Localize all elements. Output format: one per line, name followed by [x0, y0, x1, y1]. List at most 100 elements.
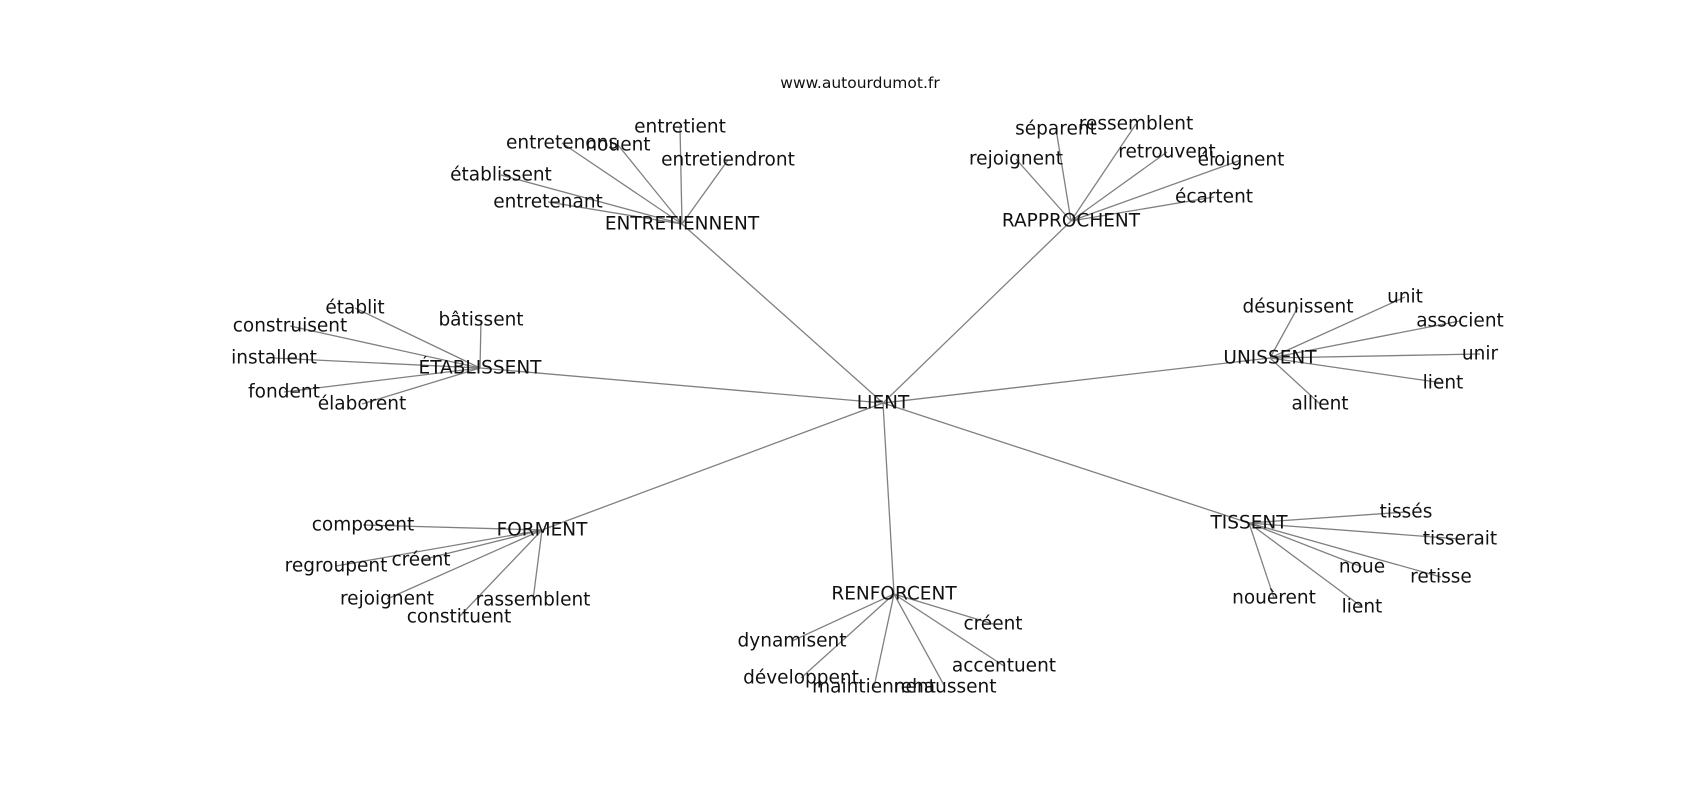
word-node-tissent-noue[interactable]: noue [1339, 557, 1385, 578]
edge-renforcent-maintiennent [873, 593, 895, 688]
word-node-entretiennent-entretient[interactable]: entretient [634, 117, 726, 138]
word-node-tissent-lient[interactable]: lient [1342, 597, 1383, 618]
edge-forment-rassemblent [532, 529, 543, 601]
group-node-forment[interactable]: FORMENT [497, 520, 589, 541]
word-node-entretiennent-entretenant[interactable]: entretenant [493, 192, 603, 213]
word-node-forment-constituent[interactable]: constituent [407, 607, 512, 628]
edge-tissent-tisserait [1248, 522, 1461, 540]
edge-rapprochent-eloignent [1070, 159, 1242, 222]
edge-rapprochent-ecartent [1070, 196, 1215, 222]
edge-forment-rejoignent [386, 529, 543, 600]
word-node-entretiennent-nouent[interactable]: nouent [585, 135, 650, 156]
edge-unissent-associent [1269, 320, 1461, 359]
group-node-rapprochent[interactable]: RAPPROCHENT [1002, 211, 1141, 232]
edge-unissent-unir [1269, 353, 1481, 359]
site-watermark[interactable]: www.autourdumot.fr [780, 74, 940, 92]
edge-unissent-desunissent [1269, 306, 1299, 359]
edge-center-tissent [882, 402, 1250, 524]
edge-center-etablissent [479, 367, 884, 404]
edge-tissent-tisses [1248, 511, 1407, 524]
edge-renforcent-developpent [800, 593, 895, 679]
word-node-tissent-retisse[interactable]: retisse [1410, 567, 1472, 588]
edge-etablissent-installent [273, 357, 481, 369]
group-node-unissent[interactable]: UNISSENT [1223, 348, 1317, 369]
word-node-tissent-tisses[interactable]: tissés [1380, 502, 1433, 523]
word-node-renforcent-creent[interactable]: créent [963, 614, 1022, 635]
group-node-etablissent[interactable]: ÉTABLISSENT [419, 357, 543, 379]
edge-etablissent-construisent [289, 325, 481, 369]
word-node-unissent-lient[interactable]: lient [1423, 373, 1464, 394]
labels-layer: LIENTENTRETIENNENTentretenonsnouententre… [231, 114, 1504, 698]
word-node-renforcent-accentuent[interactable]: accentuent [952, 656, 1056, 677]
group-node-entretiennent[interactable]: ENTRETIENNENT [605, 214, 760, 235]
word-node-rapprochent-rejoignent[interactable]: rejoignent [969, 149, 1063, 170]
edge-center-forment [541, 402, 884, 531]
edges-layer [273, 123, 1481, 688]
edge-etablissent-fondent [283, 367, 481, 393]
word-node-forment-composent[interactable]: composent [312, 515, 415, 536]
word-node-forment-regroupent[interactable]: regroupent [285, 556, 388, 577]
edge-rapprochent-retrouvent [1070, 151, 1168, 222]
word-node-tissent-tisserait[interactable]: tisserait [1423, 529, 1497, 550]
word-node-rapprochent-retrouvent[interactable]: retrouvent [1118, 142, 1215, 163]
edge-renforcent-rehaussent [893, 593, 946, 688]
word-node-forment-rejoignent[interactable]: rejoignent [340, 589, 434, 610]
edge-etablissent-batissent [479, 319, 482, 369]
word-node-unissent-unir[interactable]: unir [1462, 344, 1499, 365]
edge-renforcent-dynamisent [791, 593, 895, 642]
word-node-rapprochent-ressemblent[interactable]: ressemblent [1079, 114, 1194, 135]
edge-entretiennent-entretenant [547, 201, 683, 225]
word-node-etablissent-fondent[interactable]: fondent [248, 382, 320, 403]
edge-forment-constituent [458, 529, 543, 618]
word-node-forment-rassemblent[interactable]: rassemblent [476, 590, 591, 611]
edge-center-renforcent [882, 402, 895, 595]
edge-unissent-allient [1269, 357, 1321, 405]
word-node-forment-creent[interactable]: créent [391, 550, 450, 571]
edge-rapprochent-rejoignent [1015, 158, 1072, 222]
edge-rapprochent-ressemblent [1070, 123, 1137, 222]
group-node-tissent[interactable]: TISSENT [1209, 513, 1288, 534]
edge-forment-creent [420, 529, 543, 561]
word-node-renforcent-rehaussent[interactable]: rehaussent [893, 677, 996, 698]
edge-tissent-retisse [1248, 522, 1442, 578]
edge-center-unissent [882, 357, 1271, 404]
word-node-etablissent-batissent[interactable]: bâtissent [438, 310, 523, 331]
word-node-rapprochent-eloignent[interactable]: éloignent [1198, 150, 1285, 171]
word-node-entretiennent-entretenons[interactable]: entretenons [506, 133, 618, 154]
word-node-renforcent-developpent[interactable]: développent [743, 668, 859, 689]
word-node-entretiennent-entretiendront[interactable]: entretiendront [661, 150, 795, 171]
edge-center-entretiennent [681, 223, 884, 404]
edge-unissent-unit [1269, 296, 1406, 359]
edge-tissent-lient [1248, 522, 1363, 608]
edge-center-rapprochent [882, 220, 1072, 404]
word-node-etablissent-construisent[interactable]: construisent [233, 316, 348, 337]
word-node-unissent-associent[interactable]: associent [1416, 311, 1504, 332]
edge-tissent-nouerent [1248, 522, 1275, 599]
word-node-etablissent-etablit[interactable]: établit [325, 298, 384, 319]
center-node-label[interactable]: LIENT [857, 393, 910, 414]
edge-forment-composent [362, 524, 543, 531]
word-node-unissent-allient[interactable]: allient [1291, 394, 1348, 415]
word-node-etablissent-installent[interactable]: installent [231, 348, 317, 369]
edge-forment-regroupent [335, 529, 543, 567]
group-node-renforcent[interactable]: RENFORCENT [831, 584, 957, 605]
edge-etablissent-elaborent [361, 367, 481, 405]
edge-rapprochent-separent [1055, 128, 1072, 222]
word-node-rapprochent-ecartent[interactable]: écartent [1175, 187, 1253, 208]
edge-entretiennent-etablissent [500, 174, 683, 225]
word-node-renforcent-maintiennent[interactable]: maintiennent [812, 677, 936, 698]
edge-entretiennent-nouent [617, 144, 683, 225]
word-node-entretiennent-etablissent[interactable]: établissent [450, 165, 552, 186]
word-node-unissent-unit[interactable]: unit [1387, 287, 1423, 308]
word-node-etablissent-elaborent[interactable]: élaborent [318, 394, 406, 415]
edge-renforcent-accentuent [893, 593, 1005, 667]
edge-unissent-lient [1269, 357, 1444, 384]
word-node-tissent-nouerent[interactable]: nouèrent [1232, 588, 1316, 609]
edge-entretiennent-entretiendront [681, 159, 729, 225]
word-node-rapprochent-separent[interactable]: séparent [1015, 119, 1097, 140]
word-node-renforcent-dynamisent[interactable]: dynamisent [738, 631, 847, 652]
edge-tissent-noue [1248, 522, 1363, 568]
word-node-unissent-desunissent[interactable]: désunissent [1243, 297, 1354, 318]
edge-renforcent-creent [893, 593, 994, 625]
